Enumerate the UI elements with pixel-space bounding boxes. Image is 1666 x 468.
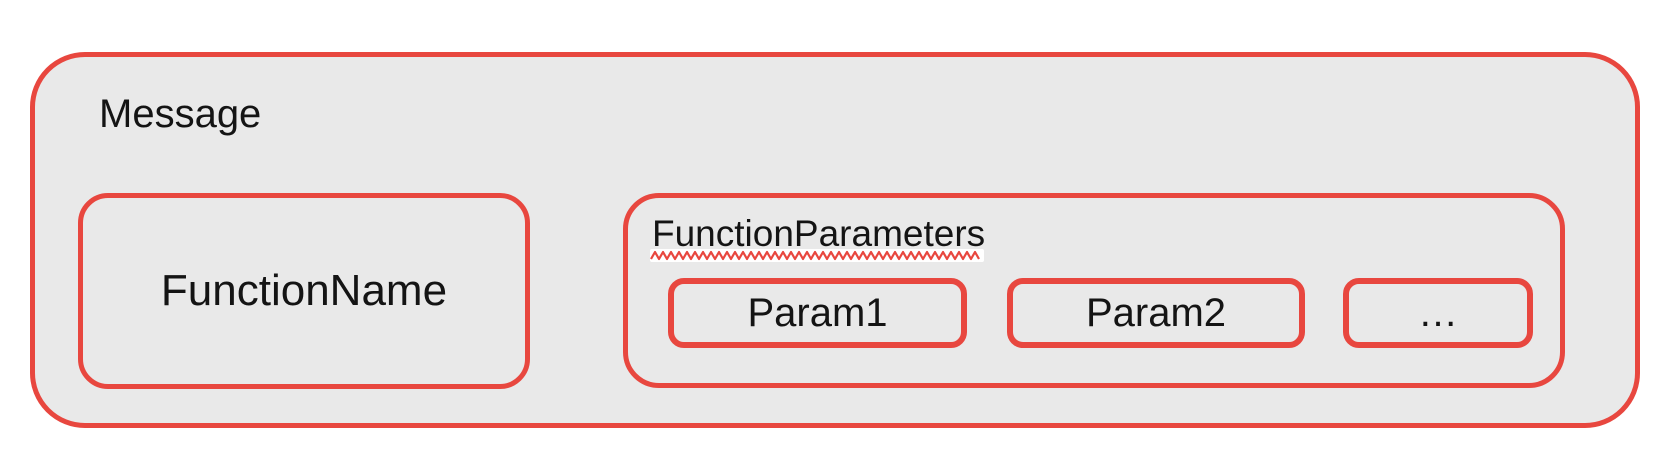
param2-label: Param2 <box>1085 290 1227 335</box>
param1-label: Param1 <box>747 290 888 335</box>
param-ellipsis-box: … <box>1343 278 1533 348</box>
function-name-label: FunctionName <box>160 266 448 315</box>
param2-box: Param2 <box>1007 278 1305 348</box>
param-ellipsis-label: … <box>1418 290 1458 335</box>
function-name-box: FunctionName <box>78 193 530 389</box>
message-box: Message FunctionName FunctionParameters … <box>30 52 1640 428</box>
function-parameters-label: FunctionParameters <box>652 213 986 254</box>
spellcheck-squiggle-icon <box>650 249 984 262</box>
param1-box: Param1 <box>668 278 967 348</box>
function-parameters-box: FunctionParameters Param1 Param2 … <box>623 193 1565 388</box>
message-label: Message <box>99 92 262 136</box>
